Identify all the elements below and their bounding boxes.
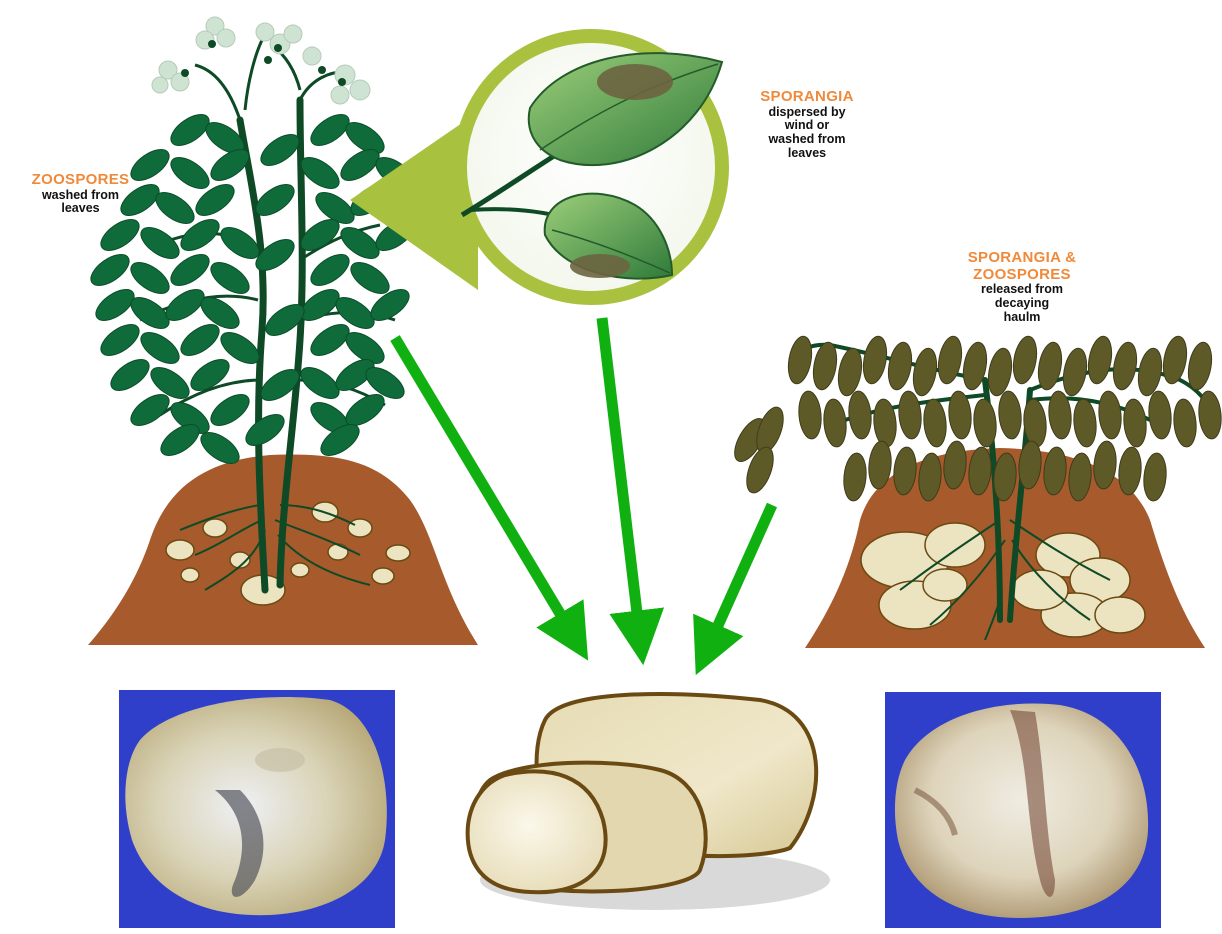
healthy-leaf — [346, 256, 395, 299]
sporangia-line-1: dispersed by — [732, 106, 882, 120]
diseased-leaf — [1160, 334, 1190, 385]
infected-tuber-photo-left — [119, 690, 395, 928]
sporangia-line-3: washed from — [732, 133, 882, 147]
diseased-leaf — [1060, 346, 1090, 397]
healthy-leaf — [206, 256, 255, 299]
sporangia-zoospores-line-3: haulm — [937, 311, 1107, 325]
diseased-leaf — [885, 340, 915, 391]
diseased-leaf — [1110, 340, 1140, 391]
sporangia-line-2: wind or — [732, 119, 882, 133]
diseased-leaf — [1035, 340, 1065, 391]
sporangia-zoospores-heading-1: SPORANGIA & — [937, 250, 1107, 267]
diseased-leaf — [910, 346, 940, 397]
decaying-potato-haulm-icon — [728, 334, 1222, 648]
healthy-leaf — [166, 151, 215, 194]
label-sporangia: SPORANGIA dispersed by wind or washed fr… — [732, 89, 882, 161]
infected-leaf-magnifier-icon — [350, 36, 722, 298]
diseased-leaf — [1072, 398, 1098, 448]
infected-tuber-photo-right — [885, 692, 1161, 928]
diseased-leaf — [1085, 334, 1115, 385]
arrow-right — [707, 505, 772, 650]
diseased-leaf — [1172, 398, 1198, 448]
diseased-leaf — [1135, 346, 1165, 397]
diseased-leaf — [842, 452, 868, 502]
healthy-leaf — [176, 318, 225, 361]
diseased-leaf — [785, 334, 815, 385]
sporangia-zoospores-heading-2: ZOOSPORES — [937, 267, 1107, 284]
healthy-leaf — [306, 248, 355, 291]
sporangia-heading: SPORANGIA — [732, 89, 882, 106]
healthy-leaf — [96, 318, 145, 361]
healthy-leaf — [136, 221, 185, 264]
diseased-leaf — [822, 398, 848, 448]
diseased-leaf — [922, 398, 948, 448]
arrow-center — [602, 318, 640, 638]
diseased-leaf — [935, 334, 965, 385]
diseased-leaf — [835, 346, 865, 397]
healthy-potato-plant-icon — [86, 17, 478, 645]
diseased-leaf — [1117, 446, 1143, 496]
diseased-leaf — [1010, 334, 1040, 385]
diseased-leaf — [1122, 398, 1148, 448]
healthy-leaf — [106, 353, 155, 396]
diseased-leaf — [897, 390, 923, 440]
sporangia-zoospores-line-2: decaying — [937, 297, 1107, 311]
healthy-leaf — [96, 213, 145, 256]
diseased-leaf — [847, 390, 873, 440]
diseased-leaf — [1142, 452, 1168, 502]
zoospores-line-2: leaves — [8, 202, 153, 216]
diseased-leaf — [972, 398, 998, 448]
zoospores-heading: ZOOSPORES — [8, 172, 153, 189]
diseased-leaf — [997, 390, 1023, 440]
diseased-leaf — [860, 334, 890, 385]
sporangia-zoospores-line-1: released from — [937, 283, 1107, 297]
diseased-leaf — [985, 346, 1015, 397]
healthy-leaf — [206, 388, 255, 431]
sporangia-line-4: leaves — [732, 147, 882, 161]
diseased-leaf — [1097, 390, 1123, 440]
zoospores-line-1: washed from — [8, 189, 153, 203]
diseased-leaf — [1197, 390, 1222, 440]
potato-tubers-icon — [468, 694, 830, 910]
diseased-leaf — [797, 390, 823, 440]
healthy-leaf — [86, 248, 135, 291]
label-sporangia-zoospores: SPORANGIA & ZOOSPORES released from deca… — [937, 250, 1107, 324]
label-zoospores: ZOOSPORES washed from leaves — [8, 172, 153, 216]
diseased-leaf — [1147, 390, 1173, 440]
healthy-leaf — [241, 408, 290, 451]
